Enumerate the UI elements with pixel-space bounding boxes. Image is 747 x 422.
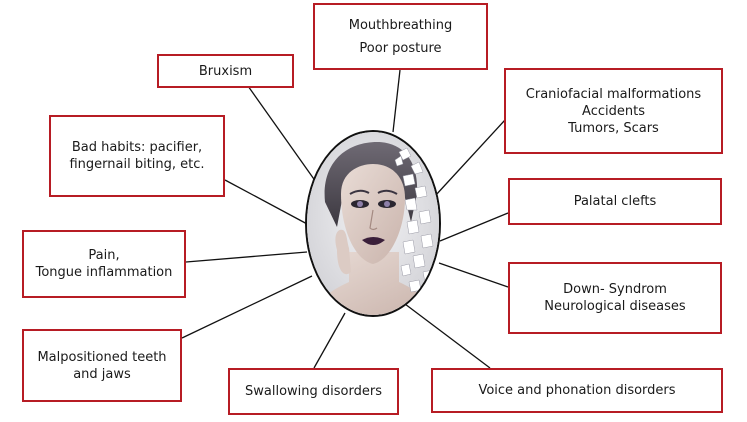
node-swallowing-line-1: Swallowing disorders — [245, 384, 382, 399]
connector-pain — [185, 251, 308, 263]
node-bruxism-line-1: Bruxism — [198, 63, 253, 79]
node-craniofacial-line-2: Accidents — [582, 103, 645, 119]
node-down-line-2: Neurological diseases — [544, 299, 686, 314]
node-bad-habits-line-1: Bad habits: pacifier, — [71, 140, 203, 155]
node-voice-line-1: Voice and phonation disorders — [478, 383, 676, 398]
node-craniofacial-line-3: Tumors, Scars — [568, 120, 659, 136]
node-malpositioned-line-1: Malpositioned teeth — [37, 349, 167, 365]
connector-voice — [404, 303, 491, 369]
node-mouthbreathing: Mouthbreathing Poor posture — [313, 3, 488, 70]
node-craniofacial: Craniofacial malformations Accidents Tum… — [504, 68, 723, 154]
connector-malpositioned — [181, 275, 313, 339]
node-craniofacial-line-1: Craniofacial malformations — [525, 86, 702, 102]
connector-craniofacial — [434, 119, 506, 197]
node-mouthbreathing-line-2: Poor posture — [359, 40, 442, 56]
node-bruxism: Bruxism — [157, 54, 294, 88]
connector-swallowing — [313, 312, 346, 369]
center-portrait — [305, 130, 441, 317]
node-palatal: Palatal clefts — [508, 178, 722, 225]
node-malpositioned: Malpositioned teeth and jaws — [22, 329, 182, 402]
node-pain-line-2: Tongue inflammation — [35, 265, 173, 280]
portrait-face-icon — [307, 132, 439, 315]
node-mouthbreathing-line-1: Mouthbreathing — [348, 17, 453, 33]
connector-bad-habits — [224, 179, 310, 226]
node-palatal-line-1: Palatal clefts — [573, 194, 657, 209]
node-malpositioned-line-2: and jaws — [73, 366, 131, 382]
node-pain: Pain, Tongue inflammation — [22, 230, 186, 298]
connector-palatal — [439, 212, 509, 242]
connector-bruxism — [247, 85, 317, 183]
node-swallowing: Swallowing disorders — [228, 368, 399, 415]
node-down: Down- Syndrom Neurological diseases — [508, 262, 722, 334]
node-down-line-1: Down- Syndrom — [563, 282, 667, 297]
node-bad-habits-line-2: fingernail biting, etc. — [69, 157, 205, 172]
connector-down — [438, 262, 509, 288]
node-voice: Voice and phonation disorders — [431, 368, 723, 413]
node-pain-line-1: Pain, — [88, 248, 120, 263]
connector-mouthbreathing — [392, 69, 401, 133]
node-bad-habits: Bad habits: pacifier, fingernail biting,… — [49, 115, 225, 197]
